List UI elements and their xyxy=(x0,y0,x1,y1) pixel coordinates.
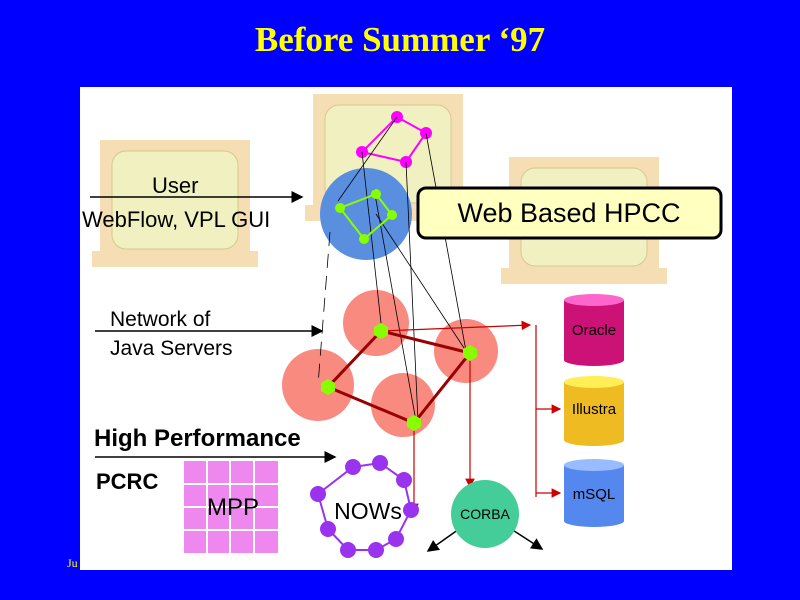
database-illustra: Illustra xyxy=(564,376,624,446)
server-sphere-bottom xyxy=(371,373,435,437)
gui-label: WebFlow, VPL GUI xyxy=(82,207,270,232)
database-oracle: Oracle xyxy=(564,294,624,366)
database-msql: mSQL xyxy=(564,459,624,527)
user-label: User xyxy=(152,173,198,198)
database-links xyxy=(380,320,562,514)
oracle-label: Oracle xyxy=(572,322,616,339)
network-label-line1: Network of xyxy=(110,308,211,331)
web-based-hpcc-banner: Web Based HPCC xyxy=(416,186,723,240)
high-performance-label: High Performance xyxy=(94,425,301,452)
monitor-left xyxy=(92,140,258,267)
network-label-line2: Java Servers xyxy=(110,337,233,360)
server-sphere-left xyxy=(282,349,354,421)
server-nodes xyxy=(321,323,477,431)
slide-title: Before Summer ‘97 xyxy=(254,20,546,59)
server-links xyxy=(326,329,472,425)
diagram-panel: User WebFlow, VPL GUI Network of Java Se… xyxy=(80,87,732,570)
nows-label: NOWs xyxy=(334,498,402,524)
pcrc-label: PCRC xyxy=(96,469,158,494)
banner-text: Web Based HPCC xyxy=(457,198,680,228)
msql-label: mSQL xyxy=(573,486,616,503)
green-graph xyxy=(335,189,397,244)
mpp-grid: MPP xyxy=(184,461,278,553)
server-sphere-top xyxy=(343,290,409,356)
mpp-label: MPP xyxy=(207,494,259,521)
input-arrows xyxy=(90,191,337,463)
nows-ring: NOWs xyxy=(310,455,419,558)
footer-text: Ju xyxy=(67,556,78,570)
corba-node: CORBA xyxy=(426,480,544,552)
illustra-label: Illustra xyxy=(572,401,617,418)
user-sphere xyxy=(320,168,412,260)
corba-label: CORBA xyxy=(460,506,510,522)
webflow-architecture-diagram: User WebFlow, VPL GUI Network of Java Se… xyxy=(82,94,723,558)
